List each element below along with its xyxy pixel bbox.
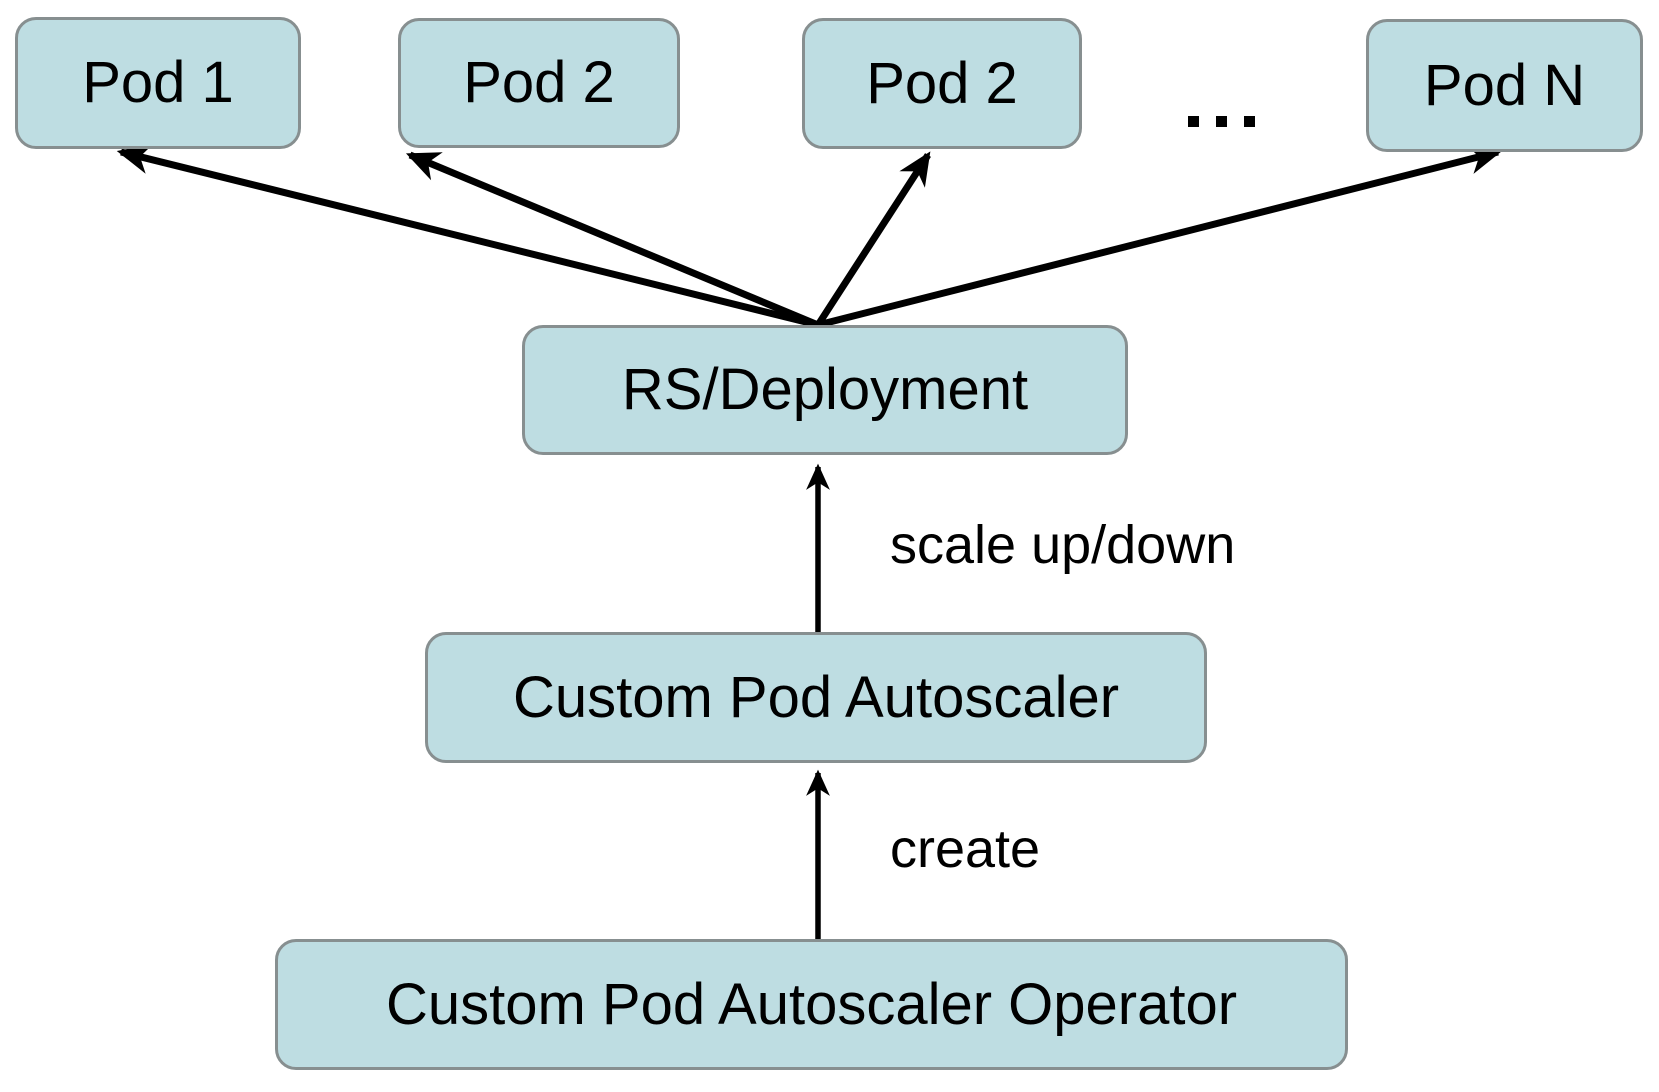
arrow-rs-to-pod2 [405, 151, 820, 329]
node-pod-3-label: Pod 2 [866, 50, 1018, 116]
arrow-rs-to-podn [817, 144, 1503, 329]
edge-label-create: create [890, 819, 1041, 879]
ellipsis-dot [1216, 116, 1227, 127]
ellipsis-dot [1244, 116, 1255, 127]
edge-label-scale-up-down: scale up/down [890, 515, 1236, 575]
node-pod-2-label: Pod 2 [463, 50, 615, 115]
pods-ellipsis: ... [1188, 116, 1255, 127]
node-pod-n-label: Pod N [1423, 52, 1586, 118]
node-custom-pod-autoscaler-label: Custom Pod Autoscaler [512, 664, 1120, 730]
arrow-rs-to-pod3 [815, 151, 931, 327]
node-rs-deployment: RS/Deployment [522, 325, 1128, 455]
node-custom-pod-autoscaler-operator-label: Custom Pod Autoscaler Operator [385, 971, 1238, 1037]
ellipsis-dot [1188, 116, 1199, 127]
node-rs-deployment-label: RS/Deployment [621, 357, 1029, 422]
node-pod-2: Pod 2 [398, 18, 680, 148]
node-pod-1-label: Pod 1 [82, 50, 234, 115]
node-pod-1: Pod 1 [15, 17, 301, 149]
node-pod-3: Pod 2 [802, 18, 1082, 149]
node-pod-n: Pod N [1366, 19, 1643, 152]
node-custom-pod-autoscaler: Custom Pod Autoscaler [425, 632, 1207, 763]
arrow-rs-to-pod1 [116, 144, 819, 329]
node-custom-pod-autoscaler-operator: Custom Pod Autoscaler Operator [275, 939, 1348, 1070]
